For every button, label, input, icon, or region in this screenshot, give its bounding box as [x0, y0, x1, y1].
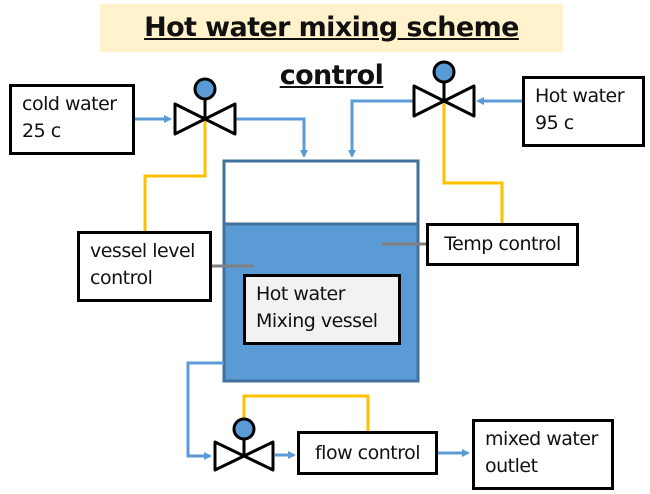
flow-control[interactable]: flow control: [297, 431, 438, 475]
outlet-label-1: mixed water: [485, 428, 598, 450]
mixing-vessel-label-box: Hot water Mixing vessel: [243, 274, 401, 345]
temp-control[interactable]: Temp control: [426, 223, 579, 266]
hot-water-valve[interactable]: [412, 60, 476, 118]
mixed-water-outlet[interactable]: mixed water outlet: [472, 419, 614, 490]
actuator-icon: [432, 60, 456, 84]
hot-water-label: Hot water: [535, 85, 625, 107]
temp-signal-line: [442, 102, 504, 225]
mixing-vessel-label-1: Hot water: [256, 283, 346, 305]
diagram-title: Hot water mixing scheme control: [144, 12, 519, 91]
cold-water-source[interactable]: cold water 25 c: [9, 84, 135, 155]
vessel-level-control-label-2: control: [90, 267, 153, 289]
hot-water-to-vessel-pipe: [348, 99, 413, 158]
cold-water-valve[interactable]: [173, 77, 237, 136]
cold-water-to-vessel-pipe: [236, 117, 308, 158]
actuator-icon: [193, 77, 217, 101]
actuator-icon: [232, 417, 256, 441]
cold-water-label: cold water: [22, 93, 117, 115]
cold-water-temp: 25 c: [22, 120, 61, 142]
title-background: [100, 4, 563, 52]
hot-water-source[interactable]: Hot water 95 c: [522, 76, 645, 147]
vessel-level-control-label-1: vessel level: [90, 240, 195, 262]
hot-water-temp: 95 c: [535, 112, 574, 134]
flow-signal-line: [242, 394, 370, 433]
outlet-valve[interactable]: [213, 417, 275, 472]
outlet-label-2: outlet: [485, 455, 538, 477]
mixing-vessel: [222, 159, 420, 383]
mixing-vessel-label-2: Mixing vessel: [256, 310, 378, 332]
temp-control-label: Temp control: [444, 233, 561, 255]
vessel-outlet-pipe: [186, 361, 224, 460]
level-signal-line: [143, 120, 207, 233]
vessel-level-control[interactable]: vessel level control: [77, 231, 212, 302]
flow-control-label: flow control: [314, 442, 421, 464]
